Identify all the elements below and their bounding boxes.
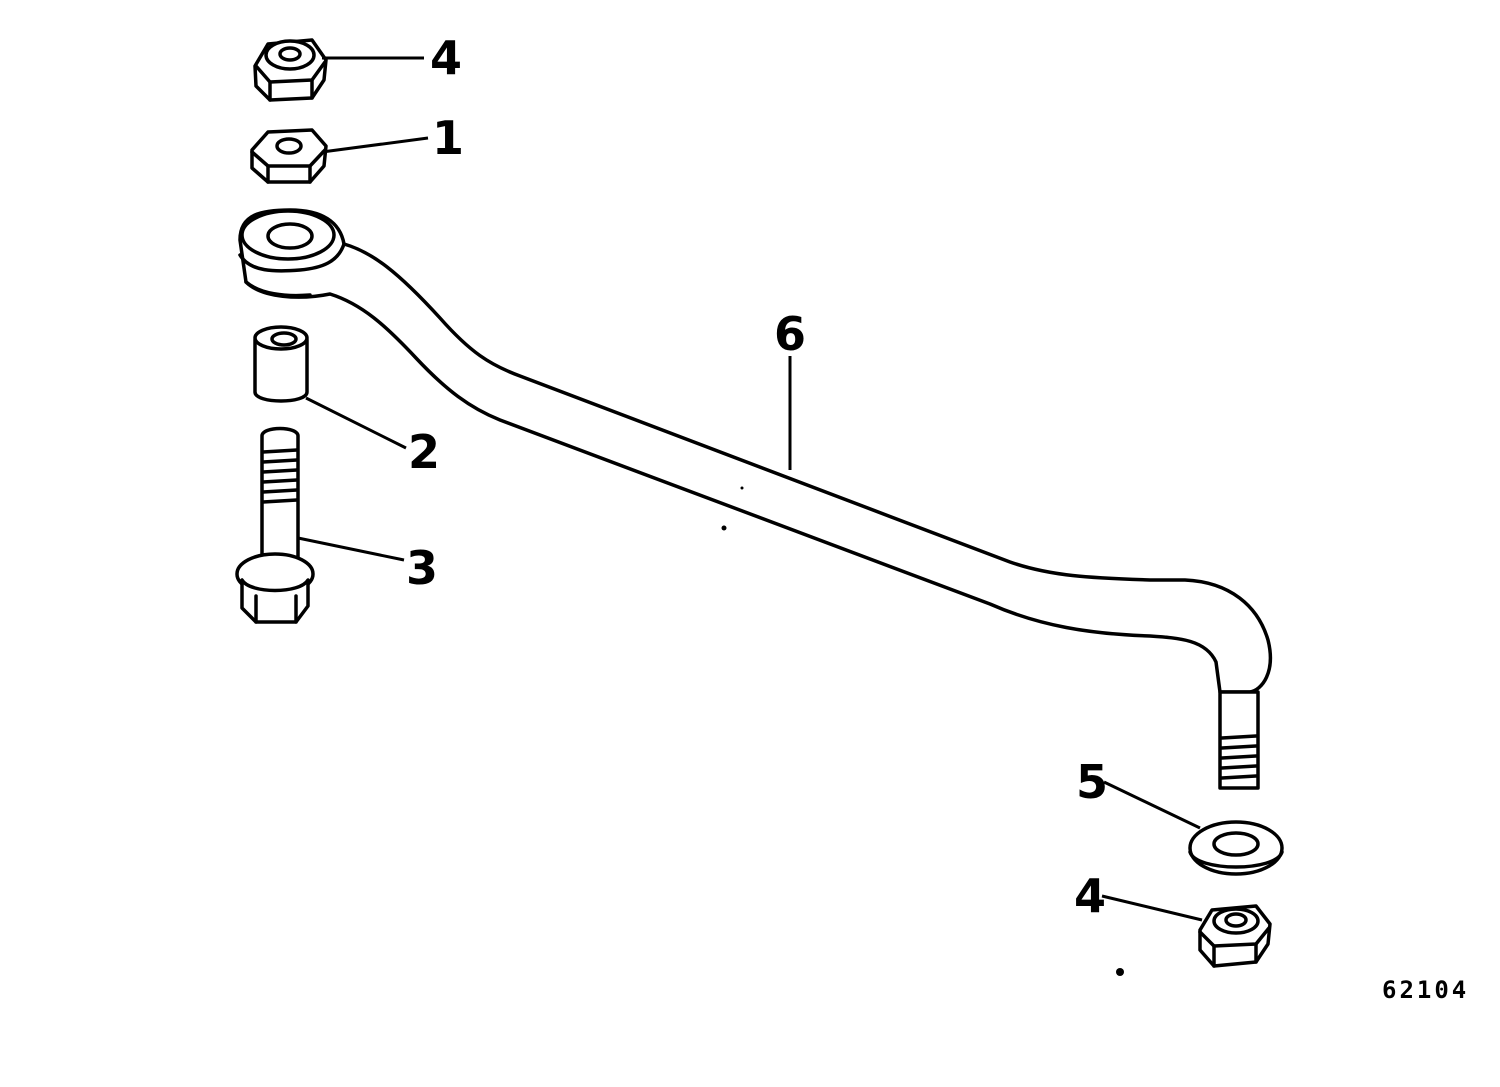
- callout-3: 3: [406, 541, 438, 595]
- hex-nut: [250, 128, 328, 184]
- leader-lines: [297, 56, 1203, 922]
- flange-bolt: [235, 426, 315, 624]
- lock-nut-top: [253, 38, 328, 102]
- callout-6: 6: [774, 307, 806, 361]
- bushing: [253, 325, 309, 403]
- callout-2: 2: [408, 425, 440, 479]
- figure-number: 62104: [1382, 976, 1469, 1004]
- callout-4-top: 4: [430, 31, 462, 85]
- callout-1: 1: [432, 111, 464, 165]
- scan-specks: [721, 486, 1124, 976]
- flat-washer: [1188, 820, 1284, 876]
- callout-4-bottom: 4: [1074, 869, 1106, 923]
- link-rod: [238, 208, 1273, 790]
- callout-5: 5: [1076, 755, 1108, 809]
- lock-nut-bottom: [1198, 904, 1272, 968]
